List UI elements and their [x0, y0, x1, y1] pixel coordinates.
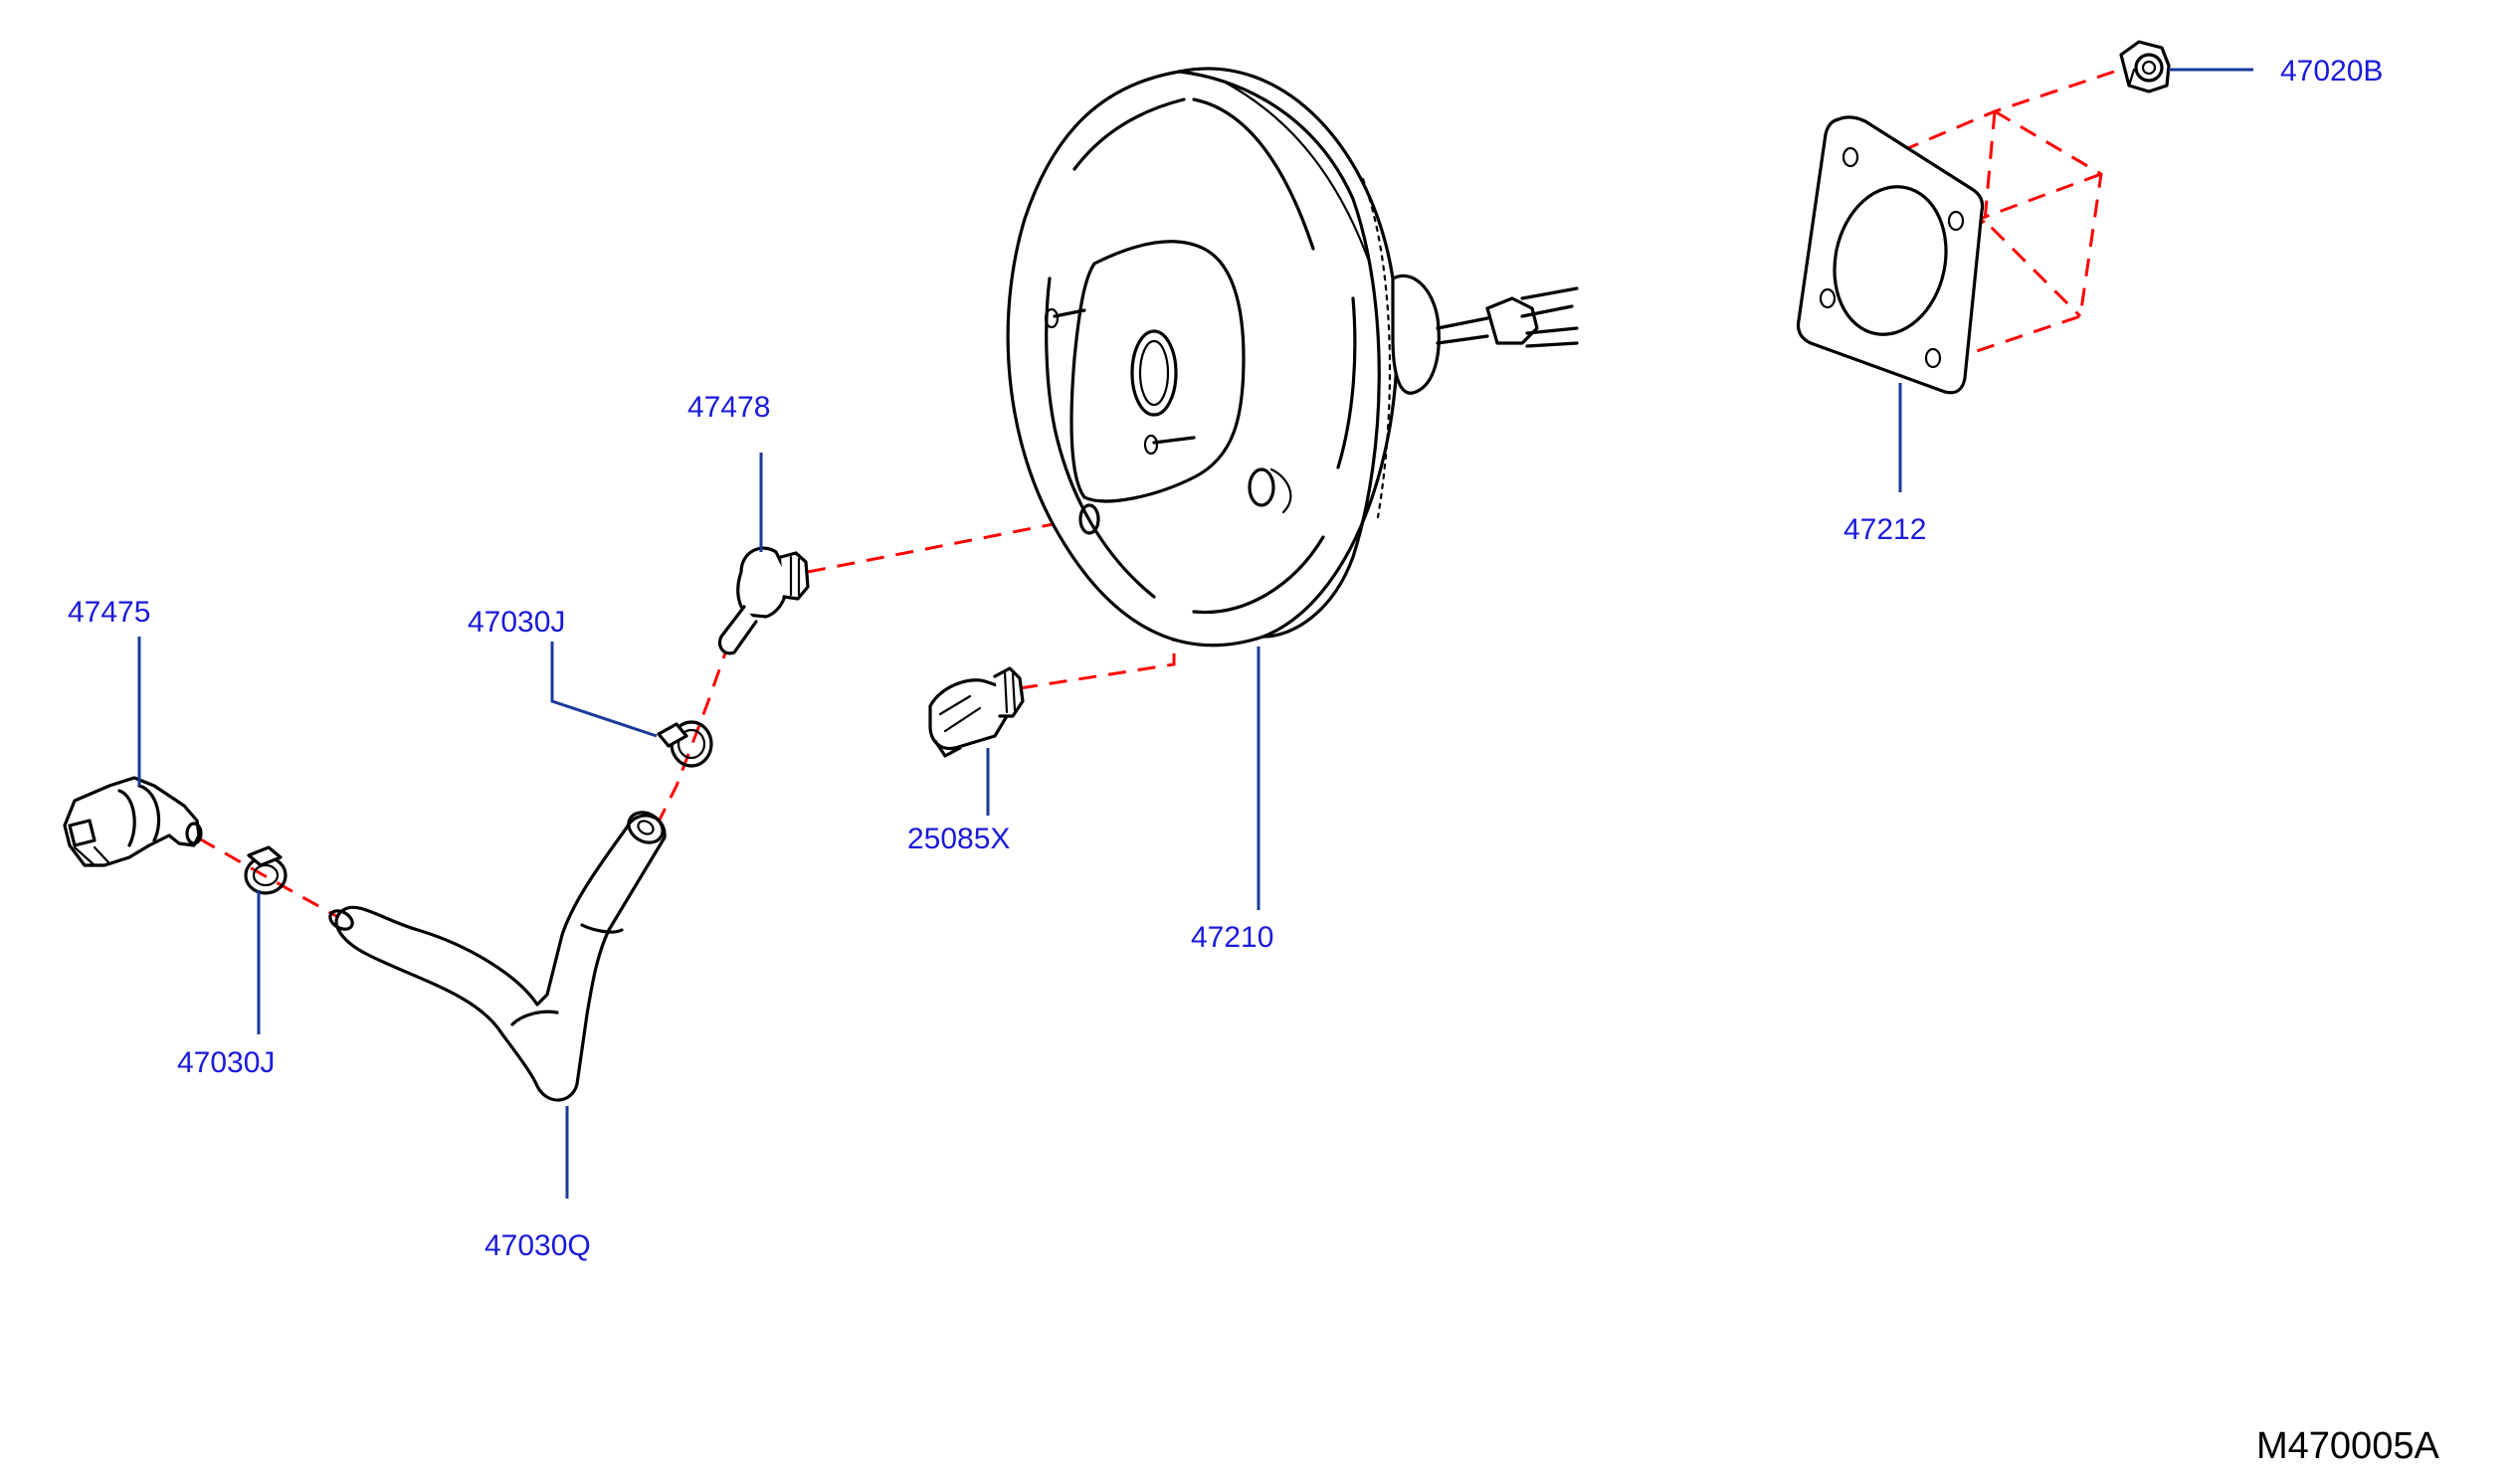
sensor-25085X: [928, 666, 1025, 758]
label-47212[interactable]: 47212: [1843, 513, 1926, 546]
hose-47030Q: [328, 811, 667, 1102]
label-47475[interactable]: 47475: [68, 596, 150, 629]
label-47020B[interactable]: 47020B: [2280, 55, 2383, 88]
leader-lines: [137, 68, 2253, 1199]
label-47210[interactable]: 47210: [1191, 921, 1273, 954]
label-47030J-lower[interactable]: 47030J: [177, 1046, 275, 1079]
label-47030Q[interactable]: 47030Q: [485, 1229, 591, 1262]
label-25085X[interactable]: 25085X: [907, 823, 1010, 855]
figure-id: M470005A: [2256, 1425, 2439, 1467]
valve-47478: [717, 546, 810, 655]
clip-47030J-upper: [657, 720, 713, 768]
callout-labels: 47020B 47212 47478 47475 47030J 47030J 2…: [68, 55, 2383, 1262]
label-47030J-upper[interactable]: 47030J: [468, 606, 565, 639]
connector-47475: [63, 776, 203, 867]
clip-47030J-lower: [244, 845, 288, 895]
gasket-47212: [1796, 115, 1985, 395]
label-47478[interactable]: 47478: [687, 391, 770, 424]
brake-booster-47210: [1006, 67, 1579, 647]
nut-47020B: [2119, 40, 2171, 93]
